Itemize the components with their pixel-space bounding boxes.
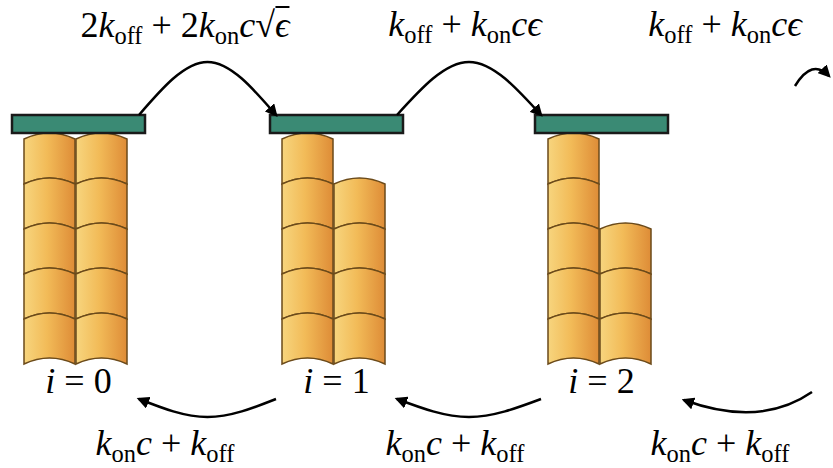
rate-arrow: [397, 62, 541, 115]
protofilament-state-0: [12, 115, 145, 364]
tubulin-block: [76, 223, 127, 274]
tubulin-block: [76, 178, 127, 229]
tubulin-block: [334, 178, 385, 229]
offscreen-arrow: [795, 69, 829, 86]
tubulin-block: [24, 268, 75, 319]
protofilament-state-1: [270, 115, 403, 364]
tubulin-block: [76, 133, 127, 184]
tubulin-block: [282, 178, 333, 229]
cap-bar: [535, 115, 668, 133]
state-index: i = 0: [45, 363, 111, 399]
tubulin-block: [282, 223, 333, 274]
rate-label: konc + koff: [383, 425, 528, 461]
tubulin-block: [282, 133, 333, 184]
tubulin-block: [334, 223, 385, 274]
tubulin-block: [76, 313, 127, 364]
state-node: i = 1: [270, 115, 403, 399]
tubulin-block: [334, 268, 385, 319]
rate-arrow: [139, 399, 276, 417]
rate-label: koff + koncϵ: [645, 6, 804, 42]
tubulin-block: [548, 133, 599, 184]
tubulin-block: [24, 223, 75, 274]
rate-label: konc + koff: [93, 425, 238, 461]
state-index: i = 2: [568, 363, 634, 399]
tubulin-block: [548, 313, 599, 364]
tubulin-block: [548, 223, 599, 274]
tubulin-block: [76, 268, 127, 319]
state-node: i = 2: [535, 115, 668, 399]
rate-label: 2koff + 2konc√ϵ: [77, 6, 292, 43]
tubulin-block: [282, 313, 333, 364]
tubulin-block: [600, 268, 651, 319]
rate-label: koff + koncϵ: [385, 6, 544, 42]
tubulin-block: [24, 133, 75, 184]
tubulin-block: [600, 223, 651, 274]
tubulin-block: [334, 313, 385, 364]
rate-arrow: [139, 62, 276, 115]
tubulin-block: [548, 268, 599, 319]
tubulin-block: [548, 178, 599, 229]
tubulin-block: [282, 268, 333, 319]
state-node: i = 0: [12, 115, 145, 399]
rate-label: konc + koff: [648, 425, 793, 461]
cap-bar: [270, 115, 403, 133]
tubulin-block: [600, 313, 651, 364]
protofilament-state-2: [535, 115, 668, 364]
cap-bar: [12, 115, 145, 133]
tubulin-block: [24, 178, 75, 229]
state-index: i = 1: [303, 363, 369, 399]
tubulin-block: [24, 313, 75, 364]
offscreen-arrow: [684, 392, 812, 412]
rate-arrow: [397, 399, 541, 417]
